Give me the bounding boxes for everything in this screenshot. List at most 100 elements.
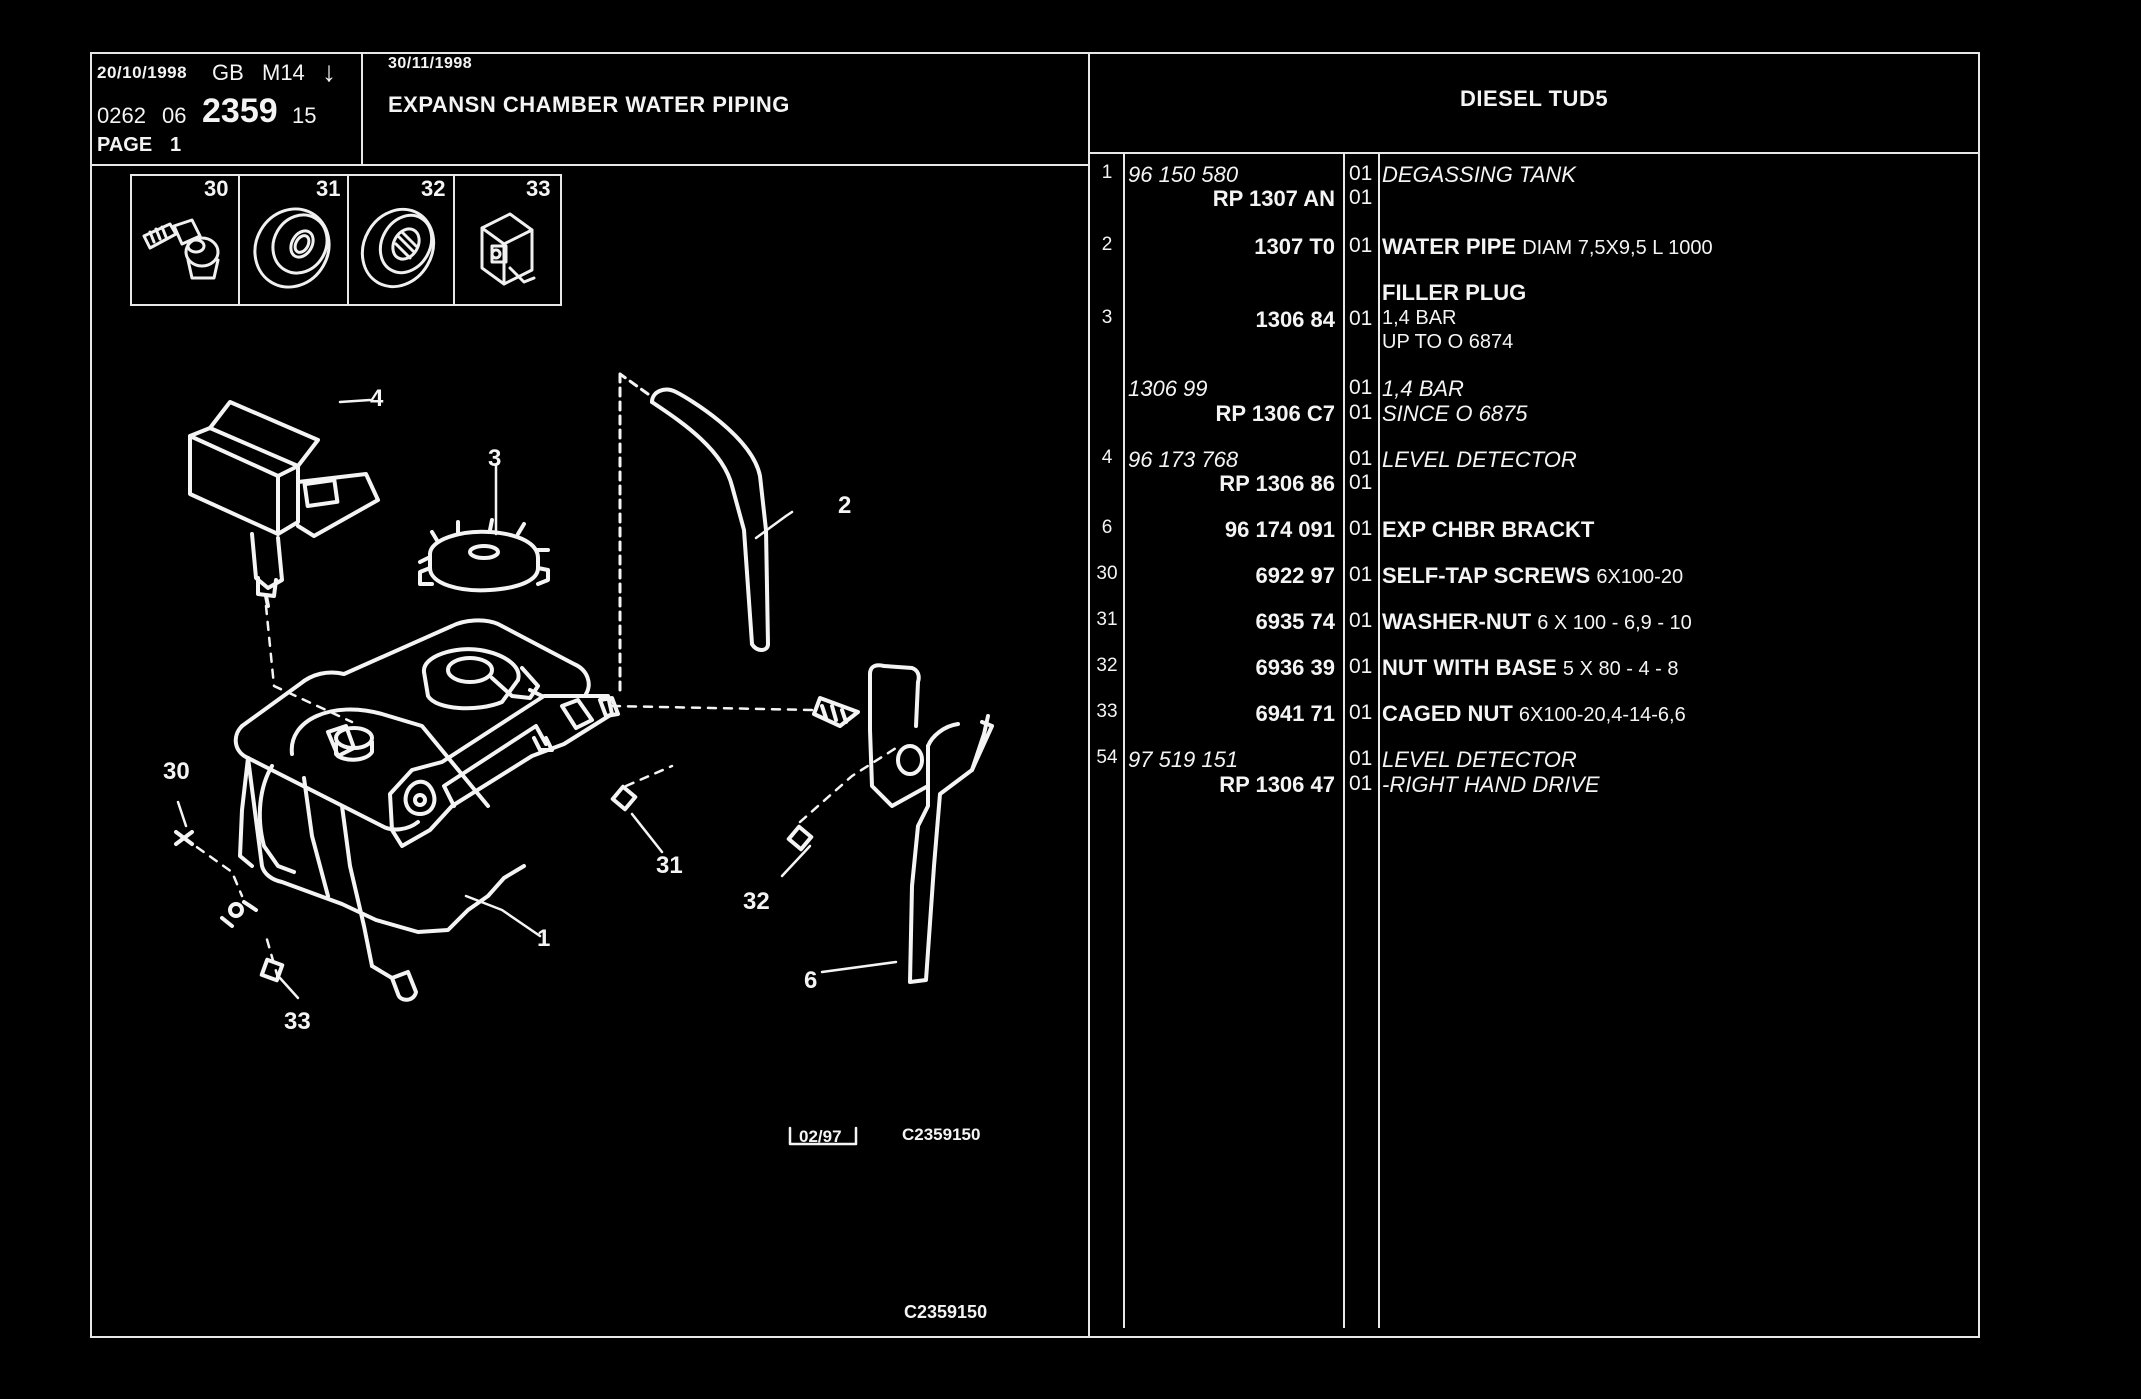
part-detail: DIAM 7,5X9,5 L 1000	[1522, 237, 1713, 259]
part-reference: 1306 84	[1255, 307, 1335, 332]
engine-label: DIESEL TUD5	[1459, 86, 1609, 111]
level-detector-part	[188, 400, 380, 608]
header-ref-suffix: 15	[292, 103, 317, 128]
part-reference: 96 173 768	[1128, 447, 1239, 472]
header-model: M14	[262, 60, 305, 85]
screw-icon	[142, 218, 220, 280]
dashed-assembly-lines	[182, 604, 898, 980]
thumb-number-30: 30	[204, 176, 229, 201]
frame-bottom	[90, 1336, 1980, 1338]
callout-32: 32	[743, 888, 770, 915]
part-description: -RIGHT HAND DRIVE	[1382, 772, 1600, 797]
part-description-main: WASHER-NUT	[1382, 609, 1532, 634]
header-ref-group: 06	[162, 103, 187, 128]
drawing-stamp-ref: C2359150	[902, 1125, 981, 1144]
drawing-footer-ref: C2359150	[904, 1302, 988, 1322]
part-description-main: NUT WITH BASE	[1382, 655, 1557, 680]
part-description: WATER PIPE DIAM 7,5X9,5 L 1000	[1382, 234, 1713, 260]
part-index: 3	[1101, 307, 1113, 328]
frame-left	[90, 52, 92, 1338]
header-divider-right	[1088, 152, 1978, 154]
thumbnail-strip	[130, 174, 562, 306]
part-quantity: 01	[1349, 655, 1373, 678]
header-date: 20/10/1998	[97, 63, 188, 82]
drawing-stamp-date: 02/97	[799, 1127, 842, 1146]
part-detail: 6X100-20,4-14-6,6	[1518, 704, 1686, 726]
header-ref-prefix: 0262	[97, 103, 146, 128]
part-description: LEVEL DETECTOR	[1382, 747, 1577, 772]
thumb-number-33: 33	[526, 176, 551, 201]
part-detail: UP TO O 6874	[1382, 331, 1514, 353]
header-page-label: PAGE	[97, 134, 153, 156]
callout-2: 2	[838, 492, 852, 519]
exploded-diagram	[174, 372, 994, 1146]
part-quantity: 01	[1349, 447, 1373, 470]
part-quantity: 01	[1349, 471, 1373, 494]
part-quantity: 01	[1349, 517, 1373, 540]
callout-31: 31	[656, 852, 683, 879]
filler-plug-part	[418, 518, 550, 593]
list-col-desc	[1378, 152, 1380, 1328]
part-reference: 96 150 580	[1128, 162, 1239, 187]
part-index: 6	[1101, 517, 1113, 538]
part-quantity: 01	[1349, 772, 1373, 795]
header-update-date: 30/11/1998	[388, 55, 473, 72]
part-index: 1	[1101, 162, 1113, 183]
thumb-sep-3	[453, 174, 455, 304]
degassing-tank-part	[220, 618, 620, 1002]
down-arrow-icon: ↓	[322, 56, 336, 87]
part-reference: 97 519 151	[1128, 747, 1239, 772]
part-index: 31	[1096, 609, 1118, 630]
callout-1: 1	[537, 925, 551, 952]
caged-nut-icon	[480, 212, 536, 286]
frame-right	[1978, 52, 1980, 1338]
small-fasteners	[174, 784, 814, 983]
header-page-number: 1	[170, 134, 182, 156]
part-detail: 5 X 80 - 4 - 8	[1562, 658, 1679, 680]
callout-4: 4	[370, 385, 384, 412]
main-col-divider	[1088, 52, 1090, 1338]
part-quantity: 01	[1349, 747, 1373, 770]
header-lang: GB	[212, 60, 244, 85]
part-description: 1,4 BAR	[1382, 376, 1464, 401]
part-quantity: 01	[1349, 401, 1373, 424]
washer-nut-icon	[253, 207, 331, 289]
part-description-main: CAGED NUT	[1382, 701, 1513, 726]
part-quantity: 01	[1349, 701, 1373, 724]
header-ref-main: 2359	[202, 92, 278, 130]
bracket-part	[812, 663, 994, 984]
part-quantity: 01	[1349, 307, 1373, 330]
part-index: 32	[1096, 655, 1118, 676]
part-description: WASHER-NUT 6 X 100 - 6,9 - 10	[1382, 609, 1692, 635]
part-quantity: 01	[1349, 563, 1373, 586]
list-col-qty	[1343, 152, 1345, 1328]
part-index: 30	[1096, 563, 1118, 584]
callout-leaders	[176, 398, 898, 1000]
page-title: EXPANSN CHAMBER WATER PIPING	[388, 92, 790, 117]
part-detail: 6 X 100 - 6,9 - 10	[1537, 612, 1692, 634]
nut-with-base-icon	[360, 207, 436, 289]
part-reference: RP 1307 AN	[1212, 186, 1335, 211]
stamp-box	[788, 1126, 858, 1146]
water-pipe-part	[618, 372, 770, 698]
part-description: DEGASSING TANK	[1382, 162, 1576, 187]
part-index: 54	[1096, 747, 1118, 768]
callout-33: 33	[284, 1008, 311, 1035]
part-description: NUT WITH BASE 5 X 80 - 4 - 8	[1382, 655, 1679, 681]
callout-3: 3	[488, 445, 502, 472]
part-reference: 96 174 091	[1224, 517, 1335, 542]
part-detail: 6X100-20	[1596, 566, 1684, 588]
part-reference: 6935 74	[1255, 609, 1335, 634]
part-description: CAGED NUT 6X100-20,4-14-6,6	[1382, 701, 1686, 727]
part-reference: 6936 39	[1255, 655, 1335, 680]
part-reference: 1307 T0	[1254, 234, 1335, 259]
callout-30: 30	[163, 758, 190, 785]
part-description: SINCE O 6875	[1382, 401, 1528, 426]
part-detail: 1,4 BAR	[1382, 307, 1457, 329]
header-divider-left	[90, 164, 1088, 166]
part-index: 33	[1096, 701, 1118, 722]
thumb-sep-2	[347, 174, 349, 304]
part-quantity: 01	[1349, 186, 1373, 209]
thumb-sep-1	[238, 174, 240, 304]
